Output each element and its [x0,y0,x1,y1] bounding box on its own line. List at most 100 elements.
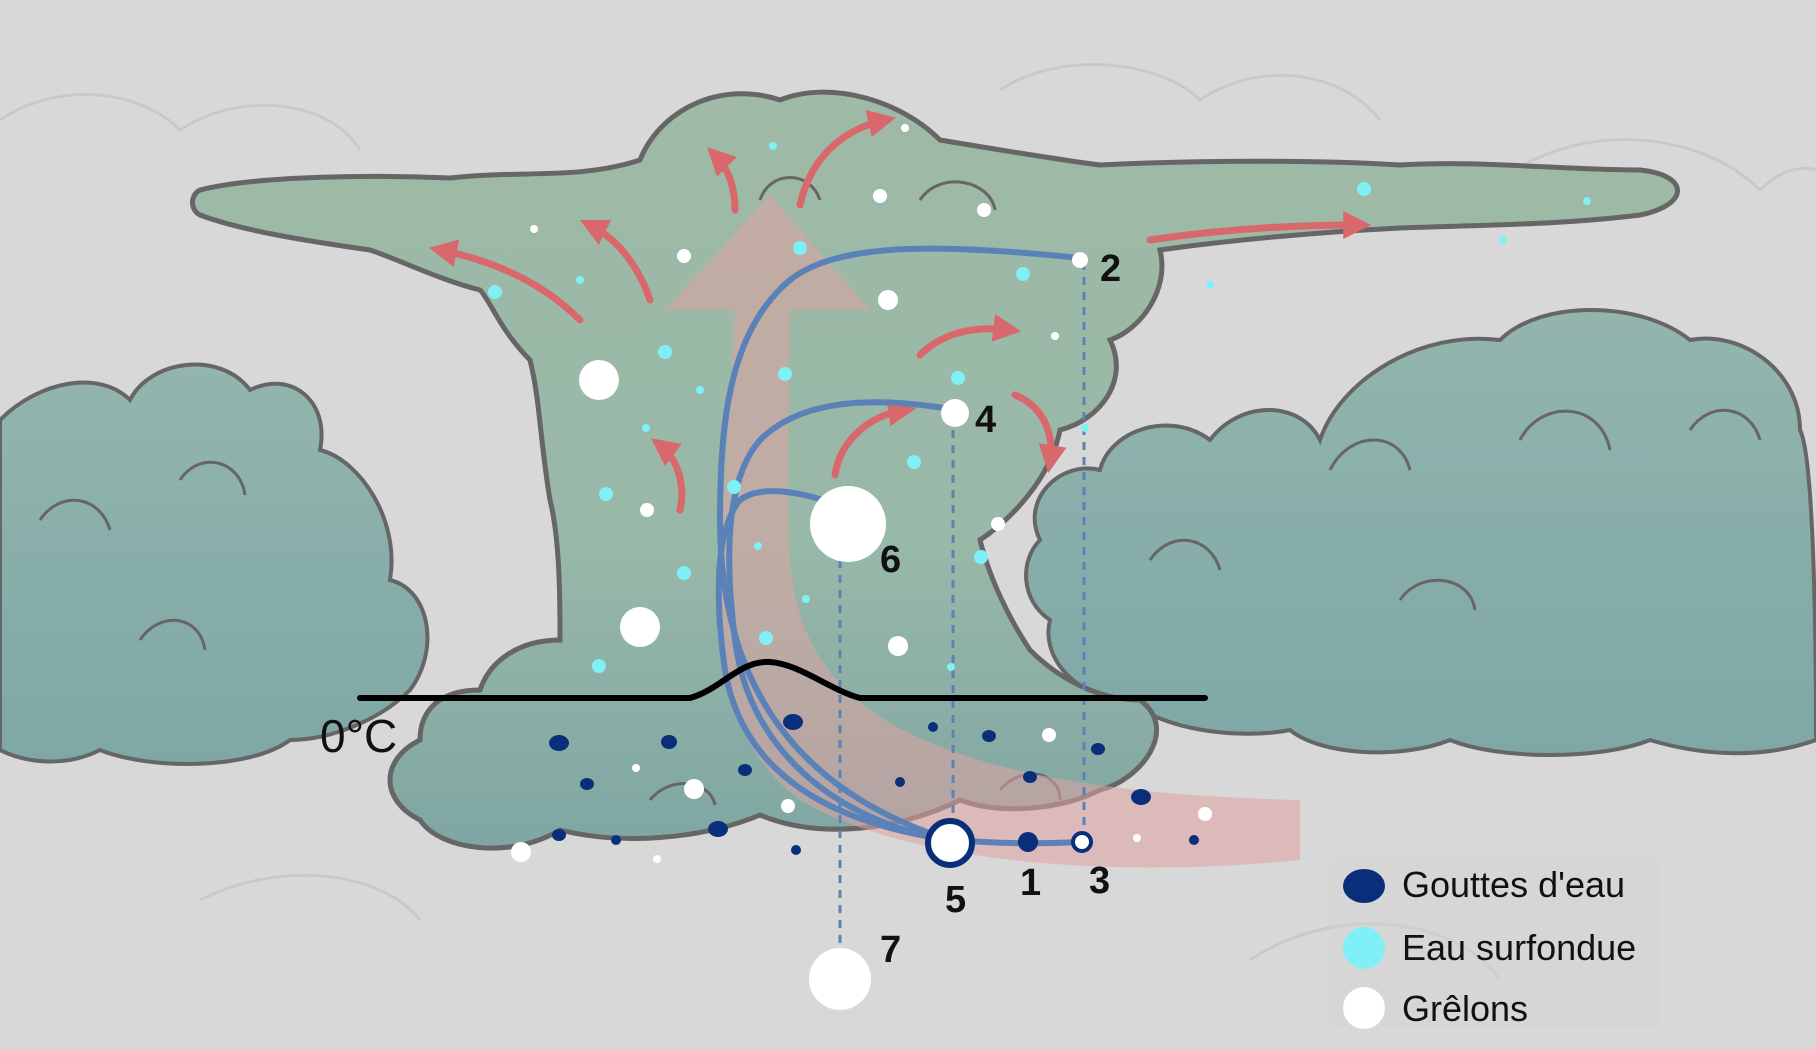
supercooled-drop [488,285,502,299]
supercooled-drop [1206,281,1214,289]
drop-lines [838,262,1086,960]
stage-labels: 1 2 3 4 5 6 7 [880,248,1121,971]
hailstone [632,764,640,772]
outflow-arrows [429,109,1372,514]
stage-label-7: 7 [880,929,901,971]
supercooled-drop [592,659,606,673]
hailstone [878,290,898,310]
stage-label-2: 2 [1100,248,1121,290]
hailstone [888,636,908,656]
supercooled-drop [778,367,792,381]
hail-stage-2-hailstone [1072,252,1088,268]
hailstone [1051,332,1059,340]
hail-stage-5-hailstone [925,818,975,868]
water-drop [708,821,728,837]
water-drop [1091,743,1105,755]
outflow-arrow [707,147,739,214]
hailstone [511,842,531,862]
supercooled-drop [769,142,777,150]
legend-item-hailstones: Grêlons [1343,987,1528,1029]
supercooled-drop [677,566,691,580]
cumulonimbus-cloud [190,89,1680,851]
supercooled-drop [1357,182,1371,196]
outflow-arrow [429,239,584,324]
supercooled-drop [727,480,741,494]
water-drop [783,714,803,730]
right-side-cloud [1024,308,1816,757]
water-drop [661,735,677,749]
trajectory-path [715,488,953,843]
supercooled-drop [1016,267,1030,281]
water-drop [1131,789,1151,805]
supercooled-drop [951,371,965,385]
stage-label-4: 4 [975,399,996,441]
supercooled-drop [947,663,955,671]
legend-label-water-drops: Gouttes d'eau [1402,864,1625,905]
hailstone [991,517,1005,531]
supercooled-drop [599,487,613,501]
legend-item-supercooled-water: Eau surfondue [1343,927,1636,969]
freezing-level-line [357,658,1208,701]
supercooled-drop [974,550,988,564]
hail-stage-3-hailstone [1071,831,1093,853]
hail-stage-6-hailstone [810,486,886,562]
outflow-arrow [579,219,654,304]
supercooled-drop [793,241,807,255]
legend-background [1330,858,1660,1028]
outflow-arrow [1146,211,1372,244]
supercooled-drop [1583,197,1591,205]
left-cloud-details [38,460,247,651]
supercooled-drop [754,542,762,550]
stage-label-5: 5 [945,879,966,921]
supercooled-drop [576,276,584,284]
legend: Gouttes d'eau Eau surfondue Grêlons [1330,858,1660,1029]
hailstone [1133,834,1141,842]
outflow-arrow [916,314,1022,359]
stage-label-3: 3 [1089,860,1110,902]
legend-label-supercooled-water: Eau surfondue [1402,927,1636,968]
legend-swatch-water-drops [1343,869,1385,903]
supercooled-drop [802,595,810,603]
hailstone [781,799,795,813]
stage-label-6: 6 [880,539,901,581]
hailstone [1198,807,1212,821]
hailstone [1042,728,1056,742]
water-drop [895,777,905,787]
supercooled-drop [642,424,650,432]
hailstone [620,607,660,647]
outflow-arrow [651,438,686,514]
hail-stage-4-hailstone [941,399,969,427]
hailstone [873,189,887,203]
supercooled-drop [759,631,773,645]
water-drop [982,730,996,742]
outflow-arrow [1011,391,1067,474]
updraft-arrow [665,195,1300,868]
legend-label-hailstones: Grêlons [1402,988,1528,1029]
hail-stage-7-hailstone [809,948,871,1010]
hailstone [901,124,909,132]
hailstone [653,855,661,863]
water-drop [549,735,569,751]
legend-swatch-supercooled-water [1343,927,1385,969]
water-drop [928,722,938,732]
hailstone [684,779,704,799]
supercooled-water-drops [488,142,1591,673]
water-drop [552,829,566,841]
hailstone [640,503,654,517]
water-drop [1023,771,1037,783]
hailstone [579,360,619,400]
trajectory-path [726,399,958,843]
water-drop [738,764,752,776]
supercooled-drop [1081,424,1089,432]
hail-stages [809,252,1093,1010]
left-side-cloud [0,362,430,766]
supercooled-drop [696,386,704,394]
supercooled-drop [1499,236,1507,244]
right-cloud-details [1148,408,1762,611]
legend-item-water-drops: Gouttes d'eau [1343,864,1625,905]
hailstone [530,225,538,233]
outflow-arrow [796,109,896,209]
hailstone [677,249,691,263]
water-drop [1189,835,1199,845]
